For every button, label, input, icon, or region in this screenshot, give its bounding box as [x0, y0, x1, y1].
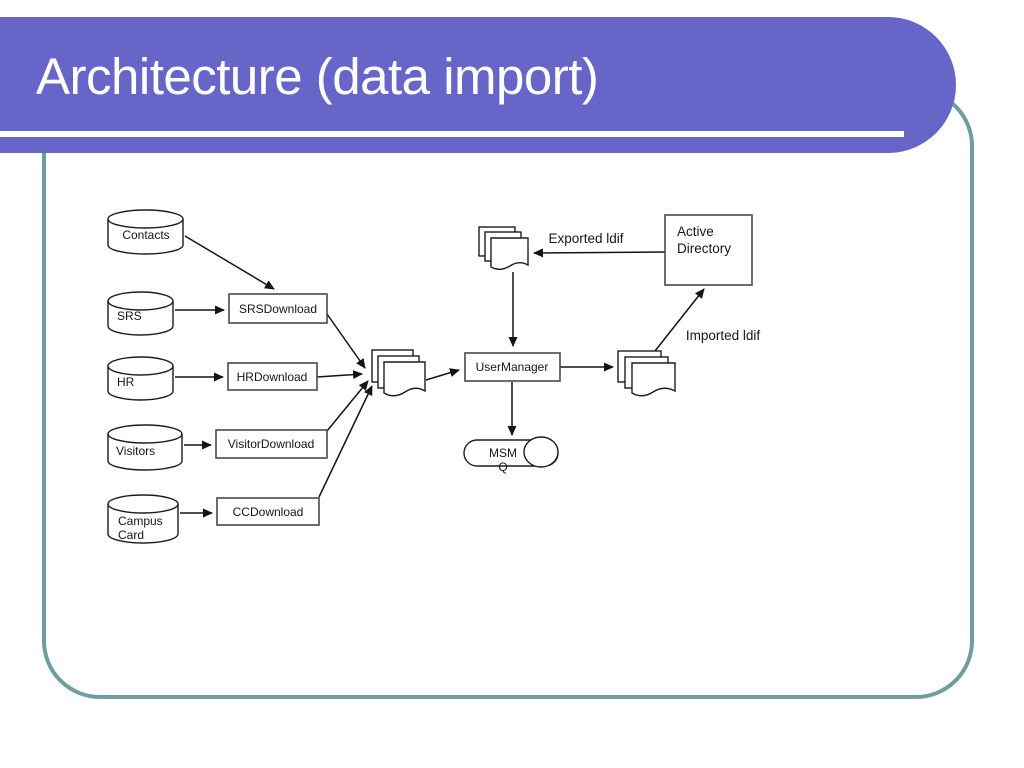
srs-download-label: SRSDownload — [239, 302, 317, 316]
msmq-label-line1: MSM — [489, 446, 517, 460]
active-directory-label-line2: Directory — [677, 241, 731, 256]
diagram-edges — [175, 235, 705, 518]
title-underline — [0, 131, 904, 137]
hr-download-node: HRDownload — [227, 362, 318, 391]
campus-card-label-line2: Card — [118, 528, 144, 542]
ldif-files-multidocument-icon — [617, 350, 676, 397]
arrow-visitordownload-to-files — [326, 380, 369, 432]
visitors-label: Visitors — [116, 444, 155, 458]
srs-download-node: SRSDownload — [228, 293, 328, 324]
campus-card-label-line1: Campus — [118, 514, 163, 528]
msmq-node: MSM Q — [463, 436, 559, 474]
active-directory-node: Active Directory — [664, 214, 753, 286]
contacts-label: Contacts — [122, 228, 169, 242]
arrow-files-to-usermanager — [425, 368, 460, 381]
visitors-db-node: Visitors — [107, 424, 183, 471]
visitor-download-label: VisitorDownload — [228, 437, 315, 451]
arrow-srsdownload-to-files — [326, 313, 366, 369]
import-files-multidocument-icon — [371, 349, 426, 397]
export-files-multidocument-icon — [478, 226, 529, 270]
user-manager-label: UserManager — [476, 360, 549, 374]
title-bar: Architecture (data import) — [0, 17, 956, 153]
slide-title: Architecture (data import) — [36, 48, 599, 105]
campus-card-db-node: Campus Card — [107, 494, 179, 544]
exported-ldif-label: Exported ldif — [548, 231, 623, 246]
imported-ldif-label: Imported ldif — [686, 328, 761, 343]
content-frame — [42, 88, 974, 699]
hr-db-node: HR — [107, 356, 174, 401]
cc-download-node: CCDownload — [216, 497, 320, 526]
contacts-db-node: Contacts — [107, 209, 184, 255]
arrow-ldiffiles-to-activedirectory — [654, 288, 705, 352]
arrow-ccdownload-to-files — [318, 385, 373, 498]
cc-download-label: CCDownload — [233, 505, 304, 519]
arrow-activedirectory-to-exportfiles — [533, 248, 666, 258]
msmq-label-line2: Q — [498, 460, 507, 474]
arrow-hrdownload-to-files — [316, 370, 363, 380]
active-directory-label-line1: Active — [677, 224, 714, 239]
hr-label: HR — [117, 375, 135, 389]
hr-download-label: HRDownload — [237, 370, 308, 384]
user-manager-node: UserManager — [464, 352, 561, 382]
srs-label: SRS — [117, 309, 142, 323]
srs-db-node: SRS — [107, 291, 174, 336]
arrow-contacts-to-srsdownload — [184, 235, 275, 290]
visitor-download-node: VisitorDownload — [215, 429, 328, 459]
